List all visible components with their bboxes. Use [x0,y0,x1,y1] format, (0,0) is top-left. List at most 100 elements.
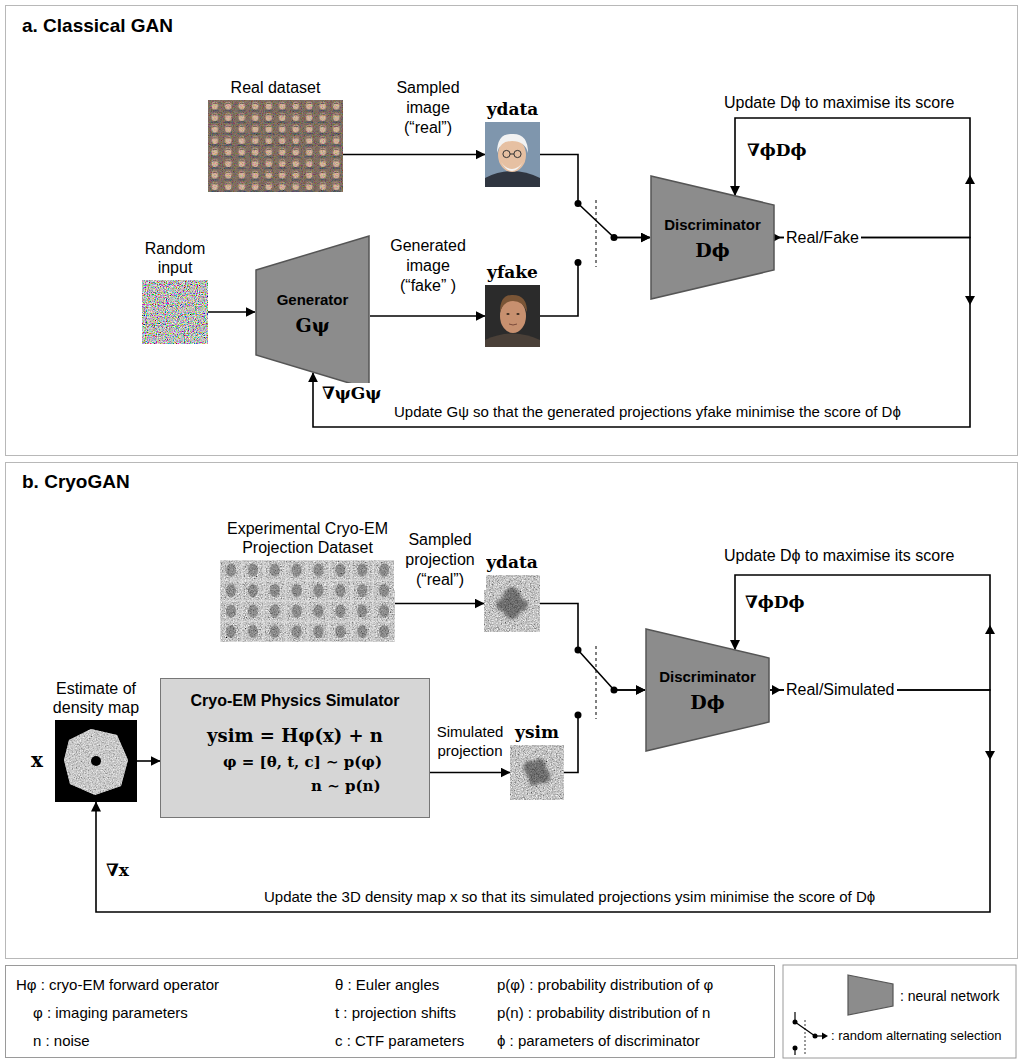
edge-label: ∇ψGψ [322,383,381,403]
edge-label: ∇ϕDϕ [747,140,807,160]
network-block: DiscriminatorDϕ [650,175,775,300]
connector [395,603,484,605]
image-node: ydata [485,122,540,187]
notation-entry: p(n) : probability distribution of n [497,1003,710,1022]
connector [735,575,990,690]
switch-dot [813,1034,818,1039]
legend-box [783,965,1016,1058]
image-illustration [510,745,564,800]
block-title: Discriminator [659,667,756,687]
switch-sample [795,1012,824,1055]
annotation: Update Gψ so that the generated projecti… [392,402,903,421]
panel: a. Classical GAN Real dataset ydataRandom … [5,5,1018,456]
trapezoid-outline [650,175,775,300]
block-label: DiscriminatorDϕ [645,628,770,752]
panel-title: a. Classical GAN [22,15,173,37]
edge-label: ∇ϕDϕ [745,592,805,612]
image-heading: Random input [135,239,215,277]
variable-name: x [31,748,43,772]
neural-network-sample [848,975,893,1015]
connector [540,604,645,691]
image-picture [208,100,343,192]
switch-dot [793,1020,798,1025]
image-node: ydata [484,575,540,632]
image-illustration [484,575,540,632]
annotation: Real/Simulated [784,680,897,700]
network-block: DiscriminatorDϕ [645,628,770,752]
image-illustration [220,560,395,642]
image-node: Experimental Cryo-EM Projection Dataset [220,560,395,642]
notation-entry: n : noise [33,1031,90,1050]
simulator-box: Cryo-EM Physics Simulator ysim = Hφ(x) + … [160,678,430,818]
notation-entry: θ : Euler angles [335,975,439,994]
image-heading: Real dataset [231,78,321,97]
notation-entry: t : projection shifts [335,1003,456,1022]
image-picture [55,720,137,802]
legend-text: : random alternating selection [831,1027,1002,1044]
image-picture [142,280,208,344]
image-node: Estimate of density mapx [55,720,137,802]
connector [370,315,485,317]
block-symbol: Dϕ [690,691,724,713]
image-picture [485,285,540,347]
box-title: Cryo-EM Physics Simulator [161,691,429,711]
image-node: Random input [142,280,208,344]
block-symbol: Gψ [295,314,329,336]
annotation: Update Dϕ to maximise its score [722,93,956,113]
formula: n ∼ p(n) [311,776,429,796]
image-node: Real dataset [208,100,343,192]
arrow-head [822,1033,828,1040]
connector [208,311,255,313]
image-picture [510,745,564,800]
variable-name: yfake [487,263,538,282]
edge-label: ∇x [106,860,129,880]
trapezoid-shape [646,629,769,751]
edge-label: Sampled image (“real”) [385,78,471,138]
connector [343,154,485,156]
trapezoid-shape [651,176,774,299]
image-illustration [142,280,208,344]
connector [564,690,645,773]
image-heading: Experimental Cryo-EM Projection Dataset [208,519,408,557]
switch-dash [596,200,597,267]
legend-text: : neural network [900,987,1000,1005]
notation-entry: φ : imaging parameters [33,1003,188,1022]
block-label: GeneratorGψ [255,235,370,390]
annotation: Real/Fake [784,228,861,248]
variable-name: ydata [487,100,539,119]
image-illustration [485,122,540,187]
image-illustration [208,100,343,192]
variable-name: ydata [486,553,538,572]
edge-label: Sampled projection (“real”) [394,530,486,590]
connector [540,238,650,317]
image-illustration [55,720,137,802]
connector [137,760,160,762]
panel-title: b. CryoGAN [22,471,130,493]
notation-entry: c : CTF parameters [335,1031,464,1050]
trapezoid-shape [256,236,369,389]
switch-dash [596,646,597,719]
notation-entry: p(φ) : probability distribution of φ [497,975,713,994]
formula: ysim = Hφ(x) + n [161,725,429,747]
image-illustration [485,285,540,347]
switch-dot [793,1046,798,1051]
image-node: yfake [485,285,540,347]
image-picture [220,560,395,642]
connector [540,155,650,238]
annotation: Update Dϕ to maximise its score [722,546,956,566]
trapezoid-outline [645,628,770,752]
formula: φ = [θ, t, c] ∼ p(φ) [223,752,429,772]
image-picture [484,575,540,632]
notation-entry: ϕ : parameters of discriminator [497,1031,700,1050]
notation-entry: Hφ : cryo-EM forward operator [16,975,219,994]
annotation: Update the 3D density map x so that its … [262,887,877,906]
network-block: GeneratorGψ [255,235,370,390]
connector [430,772,510,774]
edge-label: Generated image (“fake” ) [385,236,471,296]
block-title: Discriminator [664,215,761,235]
block-title: Generator [277,290,349,310]
edge-label: Simulated projection [430,722,510,760]
image-heading: Estimate of density map [36,679,156,717]
notation-box: Hφ : cryo-EM forward operator θ : Euler a… [5,965,775,1058]
block-label: DiscriminatorDϕ [650,175,775,300]
